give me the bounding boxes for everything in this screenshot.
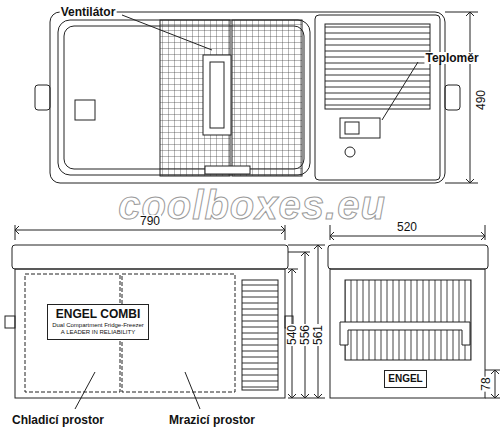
- side-view: [328, 225, 500, 398]
- dimension: 520: [396, 221, 418, 233]
- dimension: 490: [475, 89, 487, 111]
- leader-lines: [122, 15, 418, 120]
- plate-text: Dual Compartment Fridge-Freezer: [51, 322, 145, 329]
- dimension: 561: [312, 324, 324, 346]
- name-plate: ENGEL COMBIDual Compartment Fridge-Freez…: [47, 304, 149, 340]
- front-view: [5, 225, 325, 409]
- callout-label: Ventilátor: [60, 6, 117, 18]
- dimension: 790: [139, 215, 161, 227]
- part-label: Mrazicí prostor: [168, 414, 256, 426]
- plate-text: ENGEL COMBI: [51, 308, 145, 322]
- brand-badge: ENGEL: [384, 370, 427, 388]
- part-label: Chladicí prostor: [11, 414, 105, 426]
- dimension: 78: [480, 376, 492, 391]
- dimension: 556: [299, 324, 311, 346]
- plate-text: ENGEL: [387, 373, 424, 385]
- dimension: 540: [286, 324, 298, 346]
- callout-label: Teploměr: [424, 52, 479, 64]
- top-view: [35, 12, 478, 183]
- plate-text: A LEADER IN RELIABILITY: [51, 329, 145, 336]
